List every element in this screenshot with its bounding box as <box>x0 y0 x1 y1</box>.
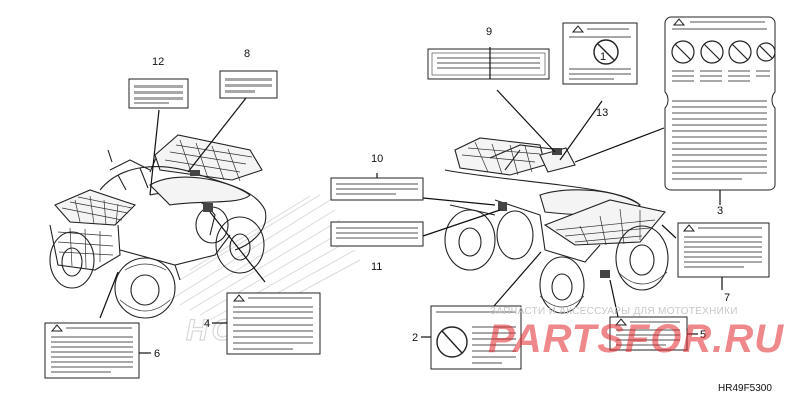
label-plate-5 <box>609 316 688 351</box>
label-plate-12 <box>128 78 189 109</box>
watermark: ЗАПЧАСТИ И АКСЕССУАРЫ ДЛЯ МОТОТЕХНИКИ PA… <box>488 306 784 361</box>
callout-10: 10 <box>371 153 383 165</box>
callout-1: 1 <box>600 51 606 63</box>
callout-2: 2 <box>412 332 418 344</box>
atv-rear-view <box>444 137 669 314</box>
callout-5: 5 <box>700 329 706 341</box>
warning-pictogram-row <box>671 40 776 64</box>
callout-13: 13 <box>596 107 608 119</box>
label-plate-13 <box>562 22 638 85</box>
callout-7: 7 <box>724 292 730 304</box>
label-plate-11 <box>330 221 424 247</box>
watermark-brand: PARTSFOR.RU <box>488 317 784 361</box>
label-plate-4 <box>226 292 321 355</box>
label-plate-9 <box>427 48 550 80</box>
label-plate-6 <box>44 322 140 379</box>
label-plate-8 <box>219 70 278 99</box>
watermark-tagline: ЗАПЧАСТИ И АКСЕССУАРЫ ДЛЯ МОТОТЕХНИКИ <box>490 306 738 317</box>
leader-lines <box>99 47 723 319</box>
callout-11: 11 <box>371 261 382 273</box>
callout-8: 8 <box>244 48 250 60</box>
callout-12: 12 <box>152 56 164 68</box>
callout-numbers: 12 8 10 11 9 1 13 3 7 4 6 2 5 <box>152 26 730 360</box>
atv-front-view <box>49 134 267 319</box>
label-plate-2 <box>430 305 522 370</box>
callout-3: 3 <box>717 205 723 217</box>
callout-4: 4 <box>204 318 210 330</box>
diagram-code: HR49F5300 <box>718 383 772 394</box>
label-plate-3 <box>664 16 776 191</box>
label-plate-7 <box>677 222 770 278</box>
label-plate-10 <box>330 177 424 201</box>
callout-9: 9 <box>486 26 492 38</box>
callout-6: 6 <box>154 348 160 360</box>
